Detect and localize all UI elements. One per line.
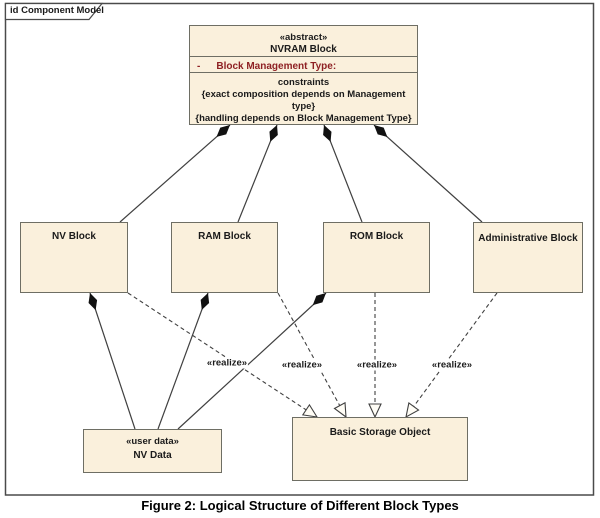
- nvram-name: NVRAM Block: [270, 44, 337, 55]
- realize-label: «realize»: [280, 359, 324, 371]
- constraints-title: constraints: [277, 77, 330, 88]
- diamond-icon: [323, 125, 332, 142]
- node-nv-data: «user data» NV Data: [83, 429, 222, 473]
- composition-rom-block-nv-data: [177, 292, 327, 430]
- diamond-icon: [216, 125, 230, 137]
- frame-label: id Component Model: [10, 5, 104, 16]
- constraint-line: {handling depends on Block Management Ty…: [195, 113, 412, 124]
- node-basic-storage-object: Basic Storage Object: [292, 417, 468, 481]
- diagram-frame: [4, 2, 595, 496]
- realize-label: «realize»: [355, 359, 399, 371]
- nv-data-stereotype: «user data»: [126, 436, 179, 447]
- nvram-constraints: constraints {exact composition depends o…: [190, 72, 417, 125]
- composition-nvram-admin-block: [373, 124, 483, 223]
- node-administrative-block: Administrative Block: [473, 222, 583, 293]
- nvram-stereotype: «abstract»: [279, 32, 328, 43]
- node-title: NV Block: [52, 231, 96, 242]
- attribute-text: Block Management Type:: [216, 61, 337, 72]
- node-title: ROM Block: [349, 231, 404, 242]
- realize-lines: [127, 292, 498, 418]
- diamond-icon: [88, 293, 98, 311]
- diamond-icon: [374, 125, 388, 138]
- realize-ram-block-bso: [277, 292, 347, 418]
- nvram-header: «abstract» NVRAM Block: [190, 26, 417, 56]
- node-title: NV Data: [133, 450, 172, 461]
- diamond-icon: [200, 293, 210, 310]
- hollow-triangle-icon: [301, 403, 319, 418]
- node-title: Administrative Block: [478, 233, 578, 244]
- realize-label: «realize»: [430, 359, 474, 371]
- diamond-icon: [312, 293, 326, 306]
- realize-label: «realize»: [205, 357, 249, 369]
- node-title: RAM Block: [198, 231, 251, 242]
- realize-nv-block-bso: [127, 292, 318, 418]
- attribute-visibility: -: [197, 61, 201, 72]
- node-title: Basic Storage Object: [329, 427, 431, 438]
- constraint-line: {exact composition depends on Management…: [201, 89, 406, 112]
- realize-arrowheads: [301, 401, 420, 419]
- hollow-triangle-icon: [405, 402, 420, 419]
- composition-ram-block-nv-data: [157, 292, 209, 430]
- realize-admin-block-bso: [405, 292, 498, 418]
- node-rom-block: ROM Block: [323, 222, 430, 293]
- diamond-icon: [269, 125, 278, 142]
- node-ram-block: RAM Block: [171, 222, 278, 293]
- figure-caption: Figure 2: Logical Structure of Different…: [141, 498, 459, 513]
- composition-nvram-nv-block: [119, 124, 231, 223]
- composition-nv-block-nv-data: [89, 292, 136, 430]
- hollow-triangle-icon: [368, 403, 382, 419]
- nvram-attribute: - Block Management Type:: [190, 56, 417, 72]
- node-nvram-block: «abstract» NVRAM Block - Block Management…: [189, 25, 418, 125]
- composition-diamonds: [88, 125, 388, 311]
- node-nv-block: NV Block: [20, 222, 128, 293]
- hollow-triangle-icon: [333, 401, 347, 419]
